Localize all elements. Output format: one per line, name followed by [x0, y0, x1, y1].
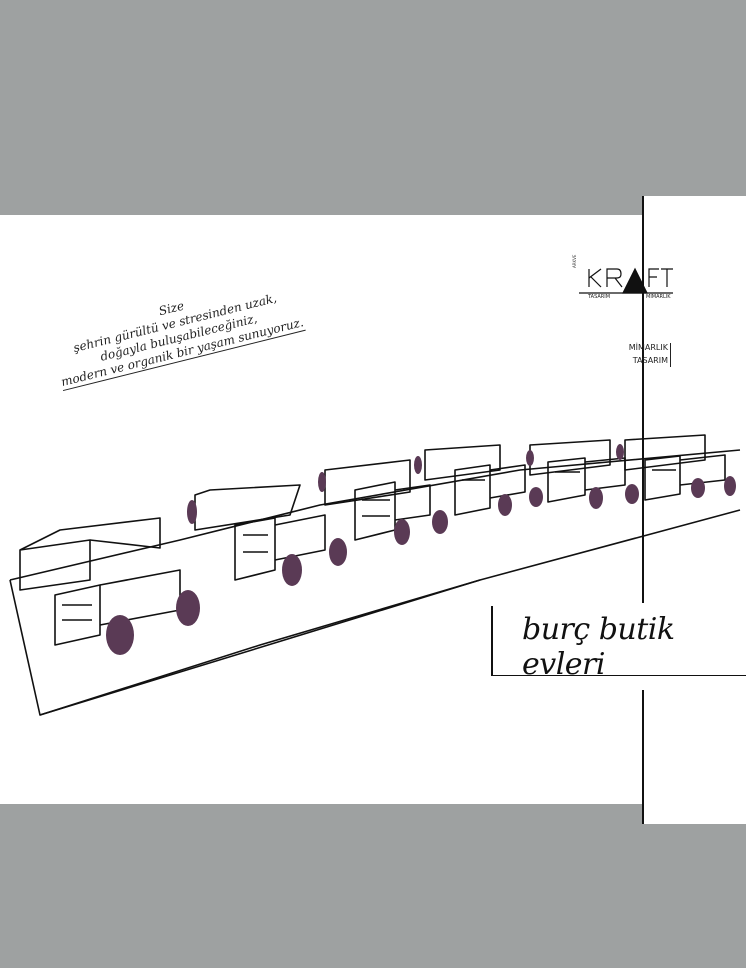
title-frame-left-bar [491, 606, 493, 676]
logo-subtitle-left: TASARIM [588, 294, 611, 300]
vertical-divider-bottom [642, 690, 644, 824]
services-list: MİMARLIK TASARIM [612, 341, 668, 367]
logo-subtitle-right: MİMARLIK [646, 294, 671, 300]
service-architecture: MİMARLIK [628, 343, 668, 352]
housing-sketch-illustration [0, 430, 746, 730]
logo-vertical-text: ARKVE [572, 254, 577, 268]
vertical-divider-top [642, 196, 644, 603]
white-page [0, 215, 643, 804]
logo-mark [579, 267, 673, 294]
sketch-drawing [9, 434, 741, 716]
service-design: TASARIM [632, 356, 668, 365]
right-panel [643, 196, 746, 824]
kraft-logo [577, 265, 675, 305]
title-frame-bottom-bar [491, 674, 746, 676]
project-title: burç butik evleri [522, 612, 675, 682]
title-frame [491, 606, 746, 676]
services-divider [670, 343, 671, 367]
trees [106, 444, 736, 655]
